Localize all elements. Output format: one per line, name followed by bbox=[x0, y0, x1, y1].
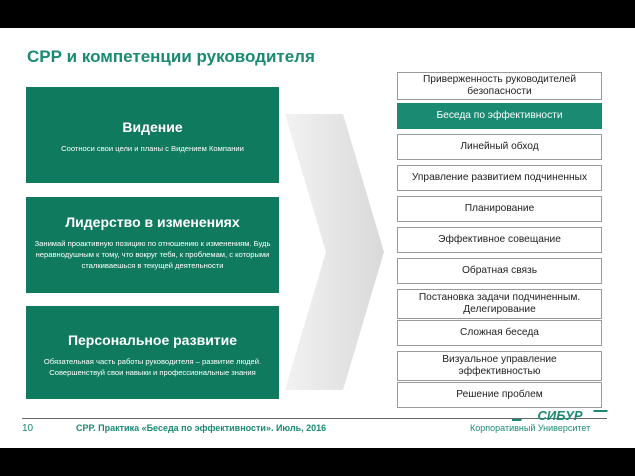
competency-heading: Лидерство в изменениях bbox=[65, 214, 240, 230]
competency-description: Обязательная часть работы руководителя –… bbox=[43, 357, 262, 377]
practice-label: Эффективное совещание bbox=[438, 234, 561, 245]
page-number: 10 bbox=[22, 423, 34, 434]
competency-box-personal-development: Персональное развитие Обязательная часть… bbox=[26, 306, 279, 399]
top-black-bar bbox=[0, 0, 635, 28]
competency-description: Соотноси свои цели и планы с Видением Ко… bbox=[61, 144, 244, 153]
practice-label: Приверженность руководителей безопасност… bbox=[422, 74, 577, 97]
practice-item: Визуальное управление эффективностью bbox=[397, 351, 602, 381]
bottom-black-bar bbox=[0, 448, 635, 476]
practice-label: Линейный обход bbox=[460, 141, 539, 152]
practice-item: Беседа по эффективности bbox=[397, 103, 602, 129]
footer-org-name: Корпоративный Университет bbox=[470, 423, 591, 433]
competency-heading: Видение bbox=[122, 119, 183, 135]
sibur-logo: СИБУР bbox=[512, 408, 608, 423]
practice-item: Эффективное совещание bbox=[397, 227, 602, 253]
footer-text: СРР. Практика «Беседа по эффективности».… bbox=[76, 423, 327, 433]
logo-text: СИБУР bbox=[537, 408, 582, 423]
practice-label: Планирование bbox=[464, 203, 535, 214]
competency-description: Занимай проактивную позицию по отношению… bbox=[34, 239, 271, 270]
practice-item: Приверженность руководителей безопасност… bbox=[397, 72, 602, 100]
chevron-arrow-icon bbox=[285, 114, 384, 390]
practice-item: Планирование bbox=[397, 196, 602, 222]
practice-label: Постановка задачи подчиненным. Делегиров… bbox=[418, 292, 581, 315]
practice-label: Визуальное управление эффективностью bbox=[442, 354, 557, 377]
practice-label: Сложная беседа bbox=[460, 327, 539, 338]
footer-divider bbox=[22, 418, 607, 419]
practice-item: Линейный обход bbox=[397, 134, 602, 160]
practice-item: Управление развитием подчиненных bbox=[397, 165, 602, 191]
competency-heading: Персональное развитие bbox=[67, 332, 238, 348]
competency-box-leadership: Лидерство в изменениях Занимай проактивн… bbox=[26, 197, 279, 293]
practice-item: Сложная беседа bbox=[397, 320, 602, 346]
competency-box-vision: Видение Соотноси свои цели и планы с Вид… bbox=[26, 87, 279, 183]
practice-item: Решение проблем bbox=[397, 382, 602, 408]
practice-label: Обратная связь bbox=[461, 265, 538, 276]
practice-label: Беседа по эффективности bbox=[436, 110, 563, 121]
practice-label: Управление развитием подчиненных bbox=[411, 172, 588, 183]
practice-item: Обратная связь bbox=[397, 258, 602, 284]
practice-item: Постановка задачи подчиненным. Делегиров… bbox=[397, 289, 602, 319]
practice-label: Решение проблем bbox=[456, 389, 543, 400]
slide-title: СРР и компетенции руководителя bbox=[27, 47, 315, 66]
